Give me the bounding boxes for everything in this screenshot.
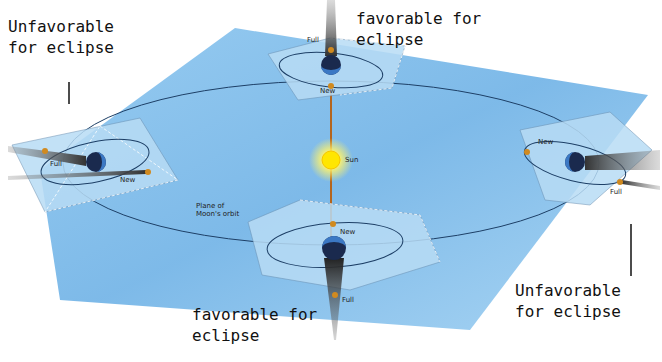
phase-label: Full xyxy=(342,296,354,304)
phase-label: New xyxy=(340,228,355,236)
phase-label: Full xyxy=(50,160,62,168)
phase-label: Full xyxy=(307,36,319,44)
phase-label: New xyxy=(320,87,335,95)
callout-text: favorable for eclipse xyxy=(356,8,546,50)
callout-text: favorable for eclipse xyxy=(192,304,382,346)
phase-label: New xyxy=(120,176,135,184)
sun-label: Sun xyxy=(345,156,358,164)
plane-label: Plane of Moon's orbit xyxy=(196,202,242,218)
callout-text: Unfavorable for eclipse xyxy=(8,16,148,58)
phase-label: Full xyxy=(610,188,622,196)
callout-text: Unfavorable for eclipse xyxy=(515,280,655,322)
phase-label: New xyxy=(538,138,553,146)
